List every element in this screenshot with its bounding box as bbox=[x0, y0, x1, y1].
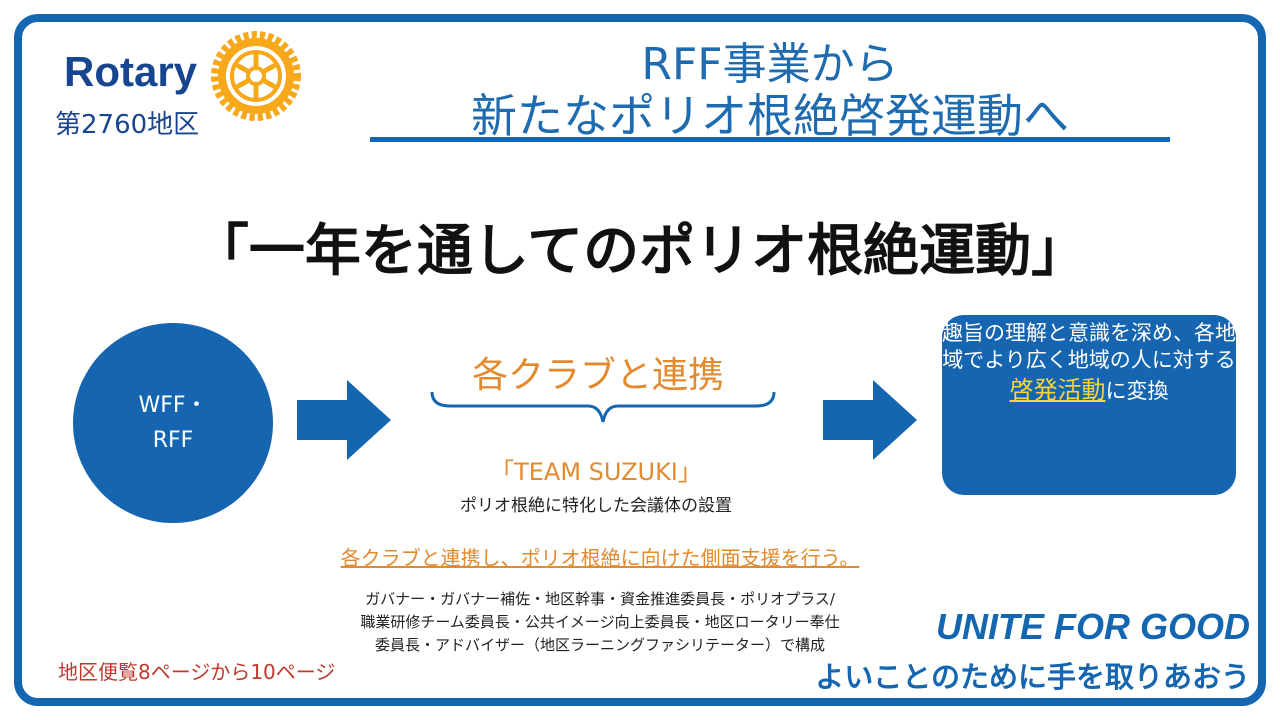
rotary-wheel-icon bbox=[211, 31, 301, 121]
support-statement: 各クラブと連携し、ポリオ根絶に向けた側面支援を行う。 bbox=[340, 546, 860, 570]
members-line: ガバナー・ガバナー補佐・地区幹事・資金推進委員長・ポリオプラス/ bbox=[365, 590, 835, 608]
box-text: 趣旨の理解と意識を深め、各地域でより広く地域の人に対する bbox=[942, 321, 1236, 373]
council-setup-text: ポリオ根絶に特化した会議体の設置 bbox=[460, 496, 732, 516]
title-line-1: RFF事業から bbox=[641, 39, 899, 90]
slogan-english: UNITE FOR GOOD bbox=[936, 606, 1250, 647]
rotary-logo-text: Rotary bbox=[64, 48, 198, 95]
members-line: 委員長・アドバイザー（地区ラーニングファシリテーター）で構成 bbox=[374, 636, 825, 654]
right-arrow-icon bbox=[823, 380, 917, 460]
wff-rff-circle: WFF・ RFF bbox=[73, 323, 273, 523]
club-collaboration-label: 各クラブと連携 bbox=[471, 355, 724, 396]
members-list: ガバナー・ガバナー補佐・地区幹事・資金推進委員長・ポリオプラス/ 職業研修チーム… bbox=[270, 588, 930, 657]
box-highlight: 啓発活動 bbox=[1009, 375, 1106, 404]
district-label: 第2760地区 bbox=[55, 110, 200, 140]
right-arrow-icon bbox=[297, 380, 391, 460]
reference-note: 地区便覧8ページから10ページ bbox=[58, 660, 336, 684]
headline: 「一年を通してのポリオ根絶運動」 bbox=[192, 219, 1088, 284]
title-underline bbox=[370, 137, 1170, 142]
circle-line-2: RFF bbox=[152, 428, 194, 453]
circle-line-1: WFF・ bbox=[138, 392, 208, 418]
brace-icon bbox=[430, 391, 776, 423]
slogan-japanese: よいことのために手を取りあおう bbox=[815, 660, 1250, 694]
slide-frame bbox=[14, 14, 1266, 706]
members-line: 職業研修チーム委員長・公共イメージ向上委員長・地区ロータリー奉仕 bbox=[360, 613, 840, 631]
box-suffix: に変換 bbox=[1105, 378, 1169, 403]
awareness-box: 趣旨の理解と意識を深め、各地域でより広く地域の人に対する 啓発活動に変換 bbox=[942, 315, 1236, 495]
team-suzuki-label: 「TEAM SUZUKI」 bbox=[490, 458, 702, 486]
title-line-2: 新たなポリオ根絶啓発運動へ bbox=[471, 89, 1069, 143]
